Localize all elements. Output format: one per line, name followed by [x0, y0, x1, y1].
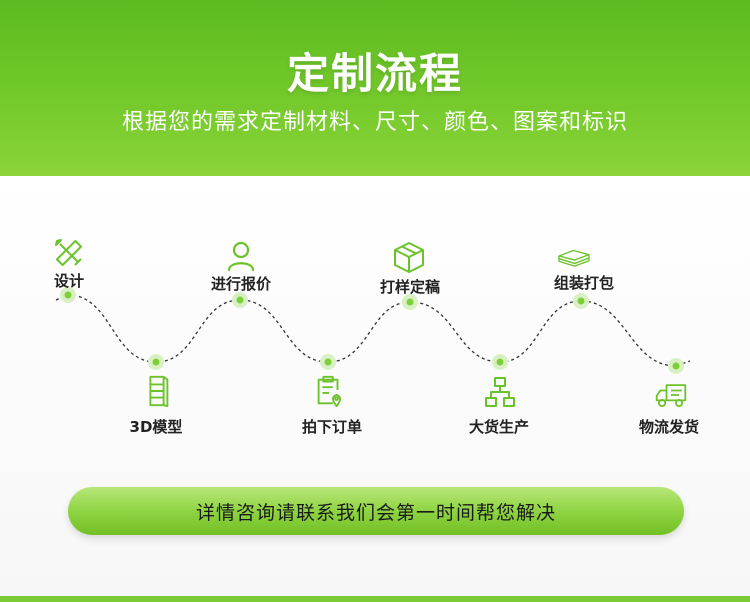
- flow-dots: [60, 287, 684, 374]
- step-label-shipping: 物流发货: [638, 418, 699, 436]
- box-icon: [392, 240, 426, 274]
- delivery-truck-icon: [654, 378, 692, 408]
- pencil-ruler-icon: [52, 236, 86, 270]
- stacked-boards-icon: [557, 241, 607, 269]
- step-label-quote: 进行报价: [210, 275, 271, 293]
- page-subtitle: 根据您的需求定制材料、尺寸、颜色、图案和标识: [121, 110, 628, 135]
- person-icon: [224, 239, 258, 273]
- step-label-proof: 打样定稿: [379, 278, 440, 296]
- step-label-assembly-packing: 组装打包: [553, 274, 614, 292]
- org-chart-icon: [483, 375, 517, 409]
- order-clipboard-icon: [312, 374, 346, 410]
- contact-us-button[interactable]: 详情咨询请联系我们会第一时间帮您解决: [68, 487, 684, 535]
- step-label-design: 设计: [53, 272, 84, 290]
- step-label-place-order: 拍下订单: [301, 418, 362, 436]
- dashed-wave-path: [55, 294, 691, 367]
- shelf-model-icon: [140, 374, 174, 410]
- header-banner: [0, 0, 750, 176]
- step-label-3d-model: 3D模型: [129, 418, 183, 436]
- step-label-mass-production: 大货生产: [468, 418, 529, 436]
- page-title: 定制流程: [286, 49, 463, 98]
- bottom-divider: [0, 596, 750, 602]
